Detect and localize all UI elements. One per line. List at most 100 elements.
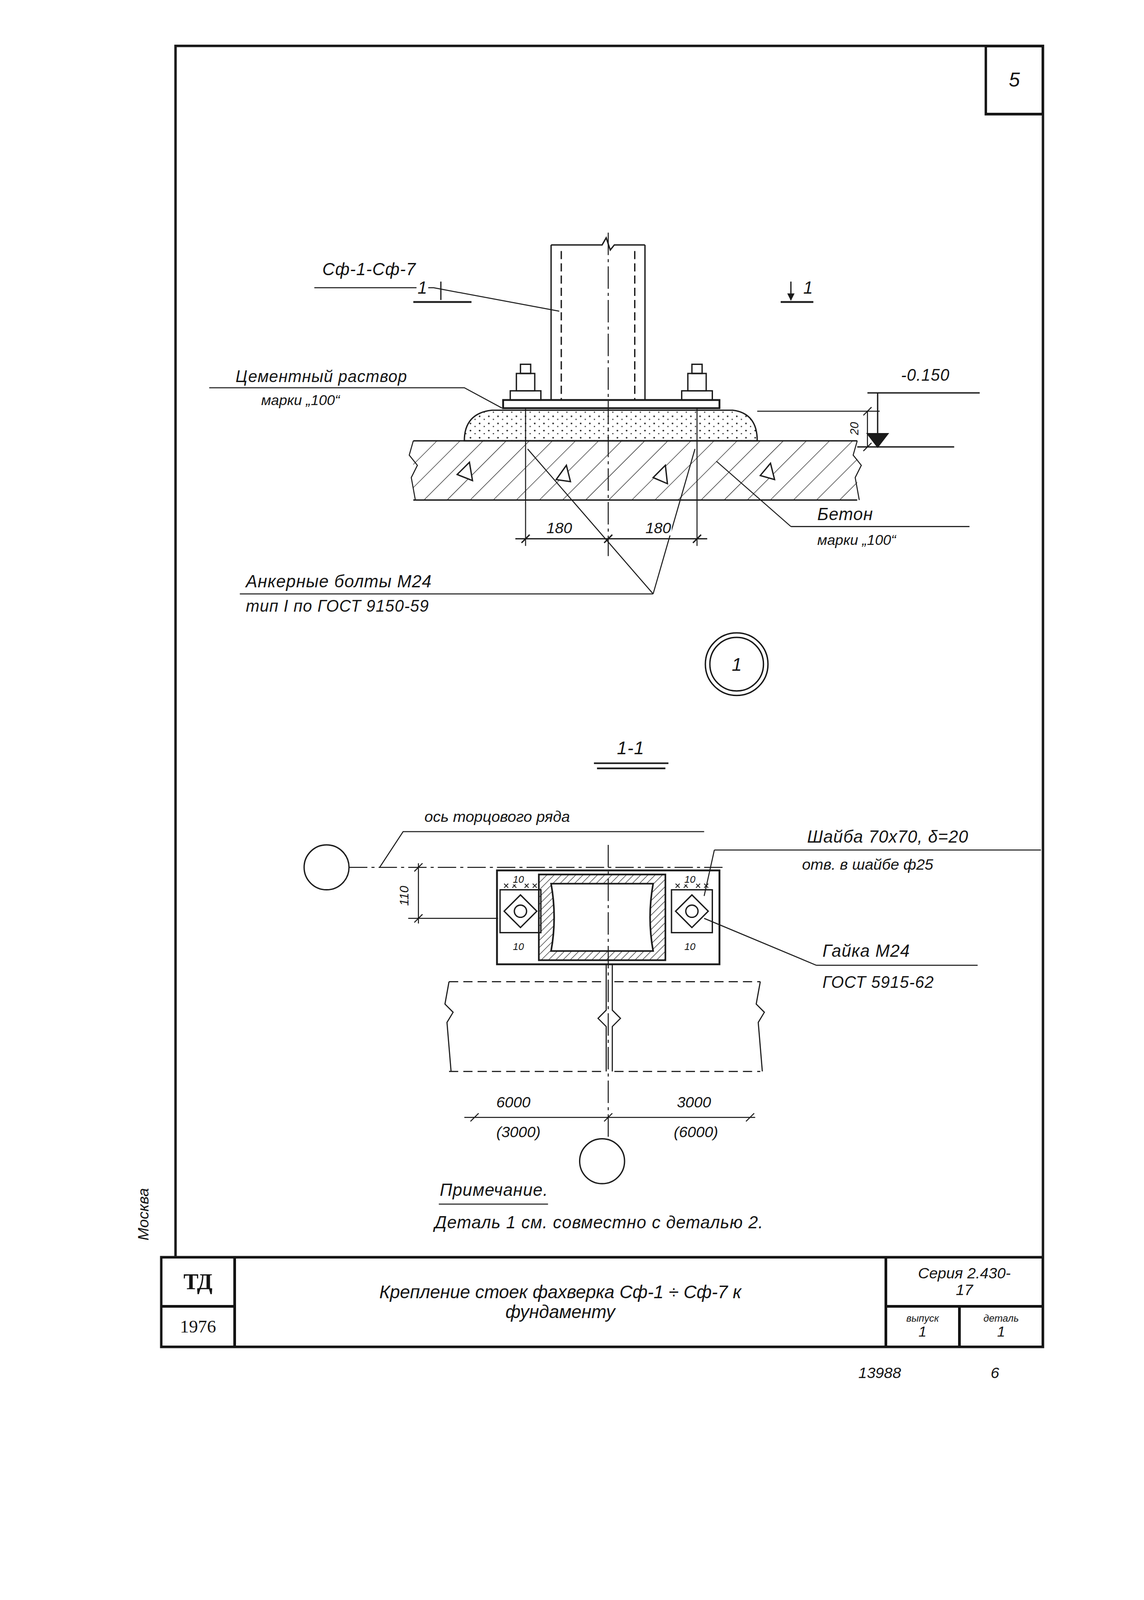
title-cell: 1976 bbox=[161, 1306, 235, 1348]
callout-text: ось торцового ряда bbox=[423, 809, 571, 825]
section-underline bbox=[593, 763, 669, 769]
sheet-number: 6 bbox=[989, 1365, 1001, 1381]
cement-mortar bbox=[464, 410, 758, 441]
drawing bbox=[161, 46, 1043, 1348]
anchor-bolt bbox=[510, 390, 542, 400]
callout-number: 1 bbox=[731, 654, 742, 675]
panel-joint bbox=[597, 964, 621, 1073]
washer-nut bbox=[504, 884, 709, 889]
elevation-mark bbox=[876, 393, 879, 434]
cell-text: 1976 bbox=[180, 1317, 217, 1338]
column-elevation bbox=[551, 237, 645, 251]
axis-marker bbox=[379, 832, 704, 868]
washer-nut bbox=[685, 905, 699, 918]
dimension-value: 6000 bbox=[495, 1094, 532, 1111]
callout-text: тип I по ГОСТ 9150-59 bbox=[245, 598, 431, 615]
cell-text: выпуск bbox=[906, 1313, 939, 1325]
callout-text: отв. в шайбе ф25 bbox=[801, 856, 935, 873]
section-mark: 1 bbox=[416, 279, 429, 297]
panel-joint bbox=[597, 964, 621, 1073]
elevation-mark bbox=[757, 393, 980, 452]
section-mark bbox=[413, 281, 814, 302]
leader-line bbox=[314, 287, 560, 312]
dimension-line bbox=[464, 1113, 755, 1122]
dimension-value: 180 bbox=[644, 520, 672, 536]
dimension-value: 10 bbox=[512, 942, 525, 953]
callout-text: Шайба 70х70, δ=20 bbox=[805, 828, 970, 846]
section-mark bbox=[413, 301, 814, 304]
dimension-value: 180 bbox=[545, 520, 574, 536]
elevation-mark bbox=[857, 446, 955, 448]
leader-line bbox=[209, 388, 503, 409]
section-mark: 1 bbox=[802, 279, 815, 297]
callout-text: Бетон bbox=[816, 505, 875, 524]
column-elevation bbox=[503, 232, 720, 557]
archive-number: 13988 bbox=[857, 1365, 903, 1381]
anchor-bolt bbox=[520, 364, 531, 374]
concrete-foundation bbox=[457, 462, 775, 485]
title-cell: выпуск1 bbox=[885, 1306, 960, 1348]
note-text: Деталь 1 см. совместно с деталью 2. bbox=[433, 1214, 765, 1232]
column-elevation bbox=[551, 245, 645, 401]
title-cell: Крепление стоек фахверка Сф-1 ÷ Сф-7 к ф… bbox=[234, 1257, 886, 1348]
anchor-bolt bbox=[516, 373, 535, 391]
note-underline bbox=[704, 918, 978, 966]
callout-text: марки „100“ bbox=[816, 532, 897, 548]
base-plate bbox=[496, 870, 720, 965]
leader-line bbox=[716, 461, 970, 527]
leader-line bbox=[209, 287, 970, 595]
cell-text: 5 bbox=[1009, 69, 1020, 91]
cell-text: Серия 2.430-17 bbox=[914, 1265, 1015, 1300]
cell-text: ТД bbox=[183, 1269, 213, 1295]
dimension-value: 10 bbox=[683, 942, 696, 953]
callout-text: Гайка М24 bbox=[821, 942, 911, 960]
note-underline bbox=[438, 1204, 548, 1205]
section-underline bbox=[593, 763, 669, 769]
axis-marker bbox=[304, 832, 727, 1185]
anchor-bolt bbox=[681, 390, 713, 400]
concrete-foundation bbox=[413, 440, 858, 501]
free-label: Сф-1-Сф-7 bbox=[321, 260, 417, 278]
elevation-mark bbox=[757, 411, 880, 413]
column-elevation bbox=[607, 232, 609, 557]
cell-text: 1 bbox=[918, 1324, 927, 1341]
base-plate bbox=[496, 870, 720, 965]
concrete-foundation bbox=[413, 440, 858, 501]
cement-mortar bbox=[464, 410, 758, 441]
detail-circle-outline bbox=[705, 633, 769, 696]
dimension-value: 3000 bbox=[676, 1094, 713, 1111]
sheet-frame bbox=[161, 46, 1043, 1348]
note-heading: Примечание. bbox=[438, 1181, 549, 1200]
dimension-line bbox=[515, 534, 708, 543]
dimension-value: 110 bbox=[398, 885, 411, 908]
dimension-value: 10 bbox=[683, 875, 696, 885]
detail-circle: 1 bbox=[704, 631, 770, 698]
elevation-mark bbox=[863, 407, 872, 452]
note-underline bbox=[438, 850, 1041, 1205]
axis-marker bbox=[579, 1139, 625, 1185]
elevation-mark bbox=[867, 392, 980, 394]
washer-nut bbox=[504, 895, 537, 928]
washer-nut bbox=[671, 890, 713, 934]
axis-marker bbox=[304, 845, 350, 891]
page-number-box: 5 bbox=[985, 46, 1043, 115]
dimension-value: (3000) bbox=[495, 1124, 542, 1140]
city-stamp: Москва bbox=[135, 1187, 151, 1242]
concrete-foundation bbox=[409, 440, 862, 501]
anchor-bolt bbox=[687, 373, 707, 391]
cell-text: 1 bbox=[997, 1324, 1006, 1341]
wall-panel bbox=[444, 981, 765, 1072]
section-title: 1-1 bbox=[616, 739, 646, 758]
elevation-value: -0.150 bbox=[900, 367, 951, 384]
washer-nut bbox=[675, 895, 709, 928]
dimension-line bbox=[521, 534, 702, 543]
title-cell: ТД bbox=[161, 1257, 235, 1307]
axis-marker bbox=[348, 867, 727, 869]
sheet-frame bbox=[161, 46, 1043, 1348]
axis-marker bbox=[607, 845, 609, 1140]
dimension-value: (6000) bbox=[672, 1124, 719, 1140]
detail-circle-outline bbox=[709, 637, 764, 692]
